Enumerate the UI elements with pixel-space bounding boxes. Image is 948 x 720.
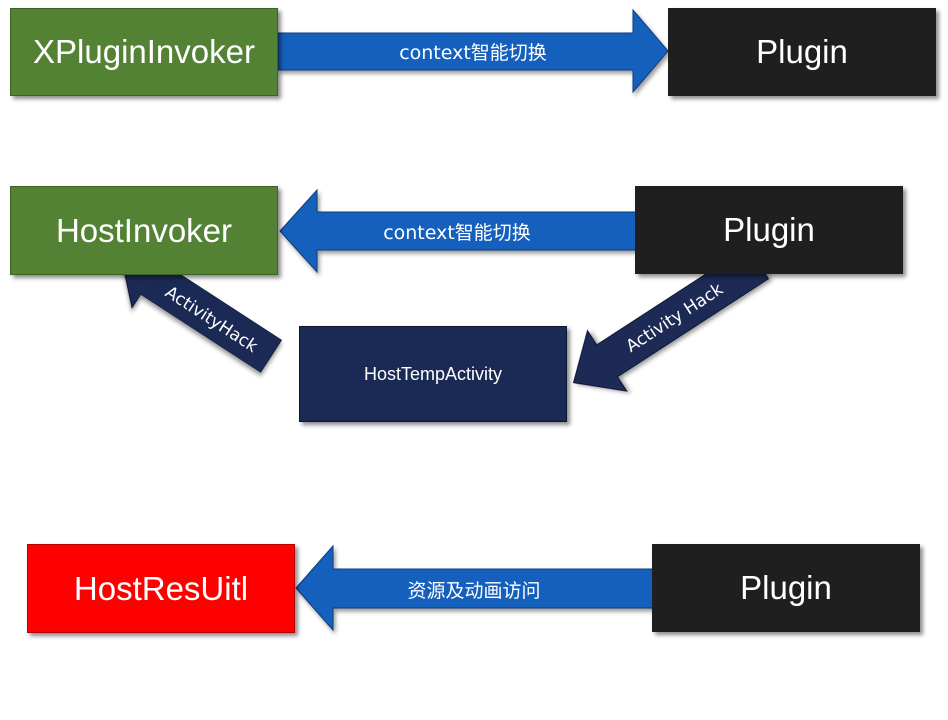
plugin-box-row3: Plugin [652,544,920,632]
plugin-label-row3: Plugin [740,569,832,606]
xplugininvoker-label: XPluginInvoker [33,33,255,70]
arrow-row1-label: context智能切换 [399,42,547,64]
plugin-box-row1: Plugin [668,8,936,96]
hostinvoker-label: HostInvoker [55,211,233,249]
hostresuitl-box: HostResUitl [27,544,295,633]
hosttempactivity-box: HostTempActivity [299,326,567,422]
arrow-row3-left: 资源及动画访问 [295,544,655,632]
plugin-box-row2: Plugin [635,186,903,274]
plugin-label-row2: Plugin [723,211,815,248]
plugin-label-row1: Plugin [756,33,848,70]
arrow-row2-left: context智能切换 [279,188,637,274]
arrow-row3-label: 资源及动画访问 [407,580,540,602]
hostinvoker-box: HostInvoker [10,186,278,275]
hostresuitl-label: HostResUitl [73,569,249,607]
xplugininvoker-box: XPluginInvoker [10,8,278,96]
arrow-row1-right: context智能切换 [277,8,669,94]
arrow-row2-label: context智能切换 [383,222,531,244]
hosttempactivity-label: HostTempActivity [363,363,503,384]
